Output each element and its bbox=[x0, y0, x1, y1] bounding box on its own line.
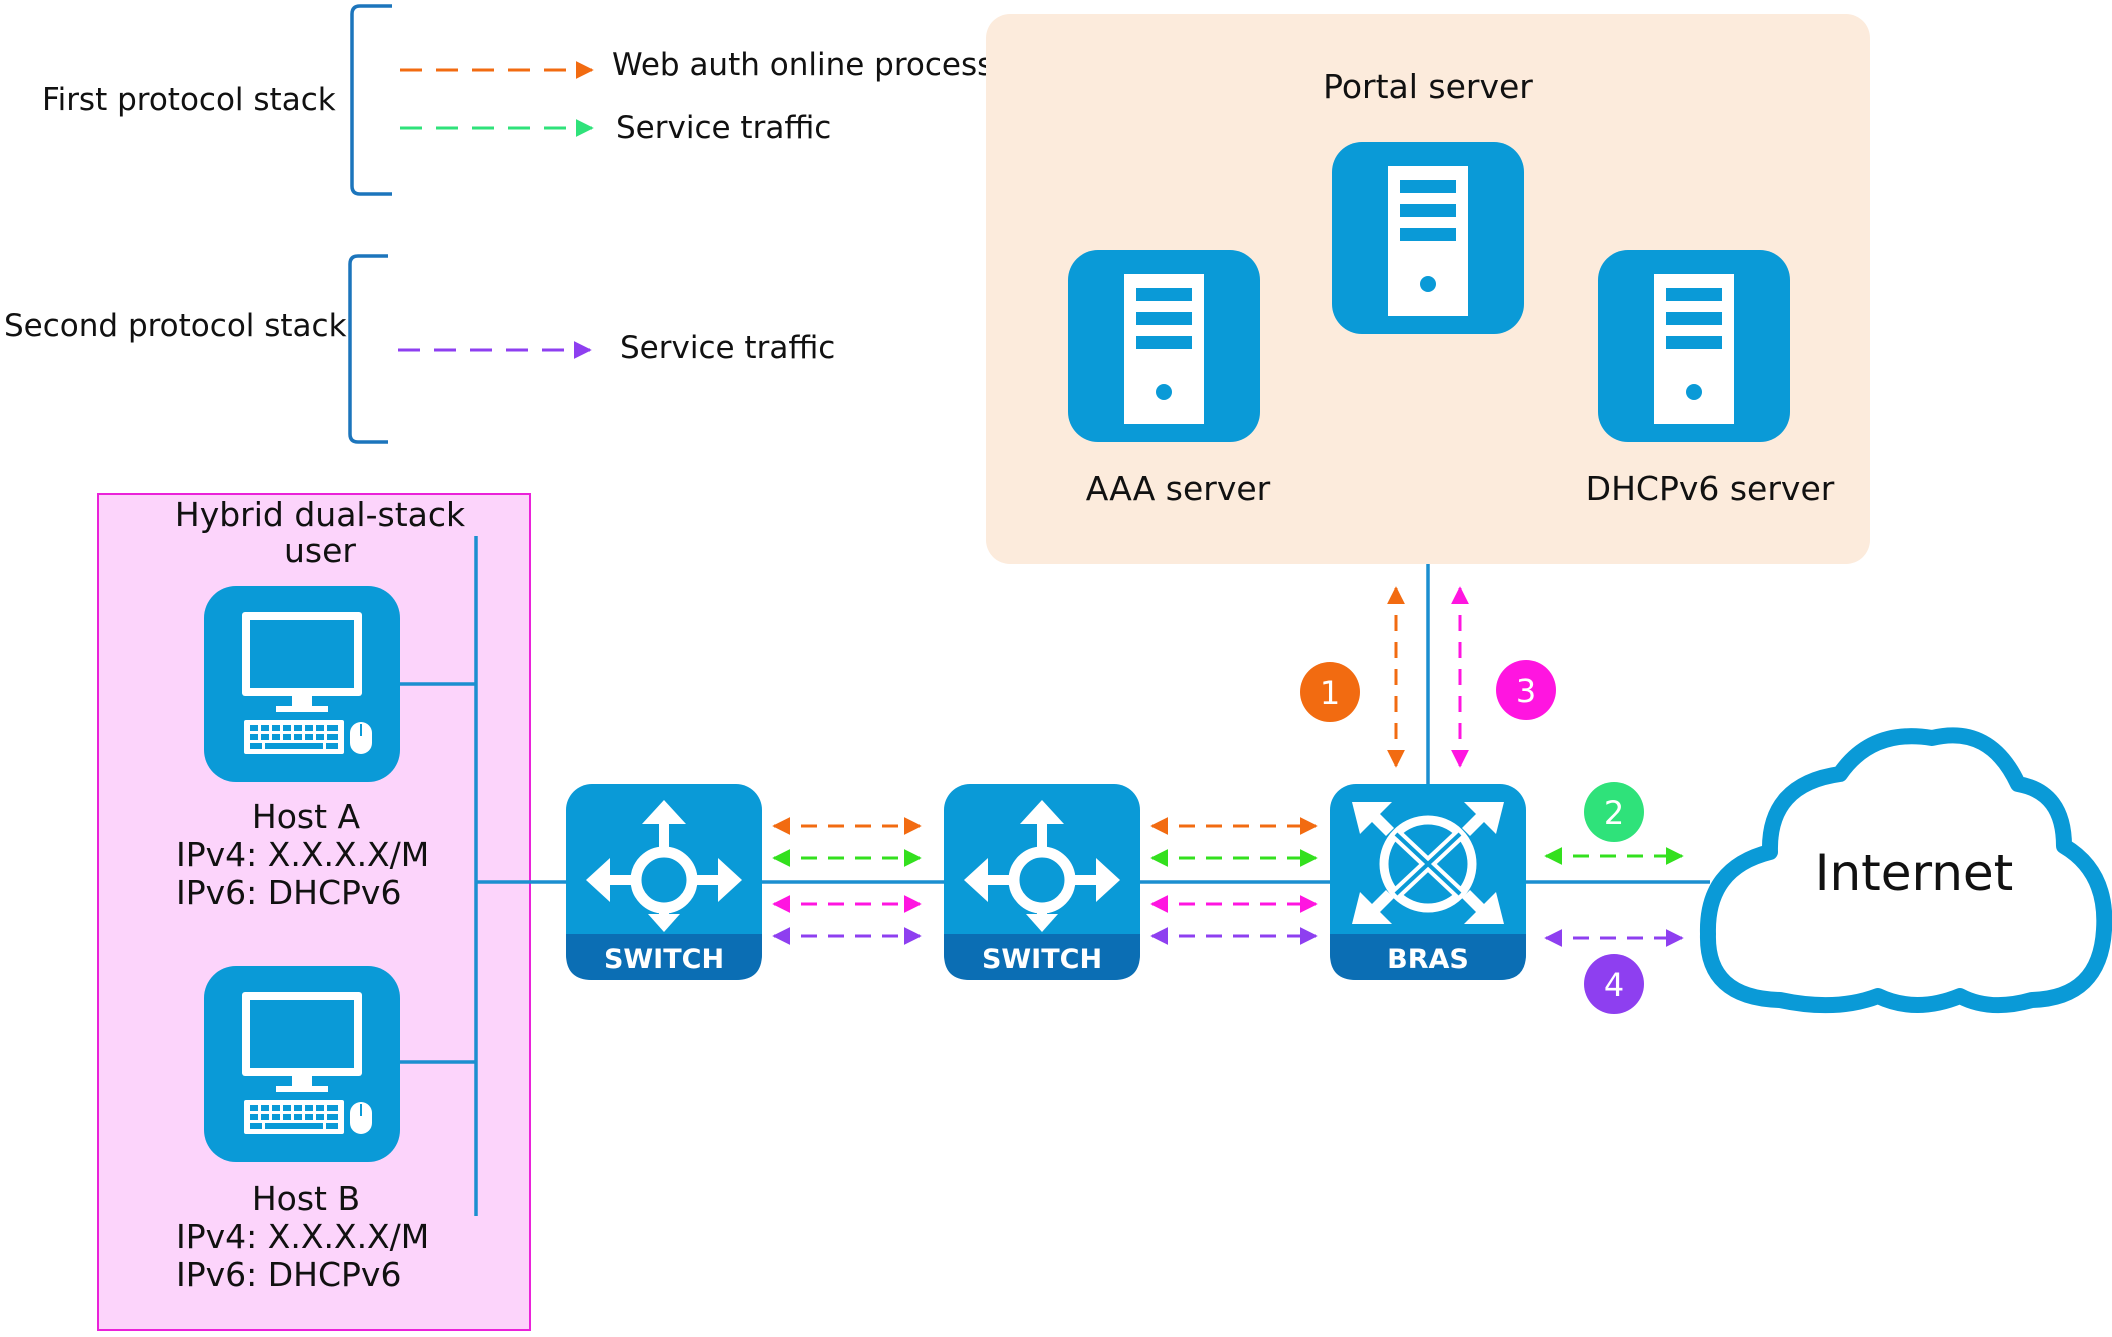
step-badge-3: 3 bbox=[1496, 660, 1556, 720]
portal-server-label: Portal server bbox=[1323, 67, 1533, 106]
legend-second-stack-brace bbox=[348, 254, 388, 444]
step-badge-1: 1 bbox=[1300, 662, 1360, 722]
step-badge-2: 2 bbox=[1584, 782, 1644, 842]
server-panel: Portal server AAA server DHCPv6 server bbox=[986, 14, 1870, 564]
host-b-pc-icon bbox=[204, 966, 400, 1162]
host-b-ipv4: IPv4: X.X.X.X/M bbox=[176, 1217, 429, 1256]
switch2-label: SWITCH bbox=[982, 944, 1102, 975]
user-panel: Hybrid dual-stack user Host A IPv4: X.X.… bbox=[97, 493, 531, 1331]
step-badge-1-number: 1 bbox=[1320, 674, 1340, 712]
legend-label-web-auth: Web auth online process bbox=[612, 47, 993, 83]
legend: First protocol stack Web auth online pro… bbox=[4, 4, 993, 444]
step-badges: 1 2 3 4 bbox=[1300, 660, 1644, 1014]
user-group-title-line1: Hybrid dual-stack bbox=[175, 495, 466, 534]
host-b-ipv6: IPv6: DHCPv6 bbox=[176, 1255, 401, 1294]
legend-label-service-traffic-1: Service traffic bbox=[616, 110, 831, 146]
switch1-label: SWITCH bbox=[604, 944, 724, 975]
host-b-name: Host B bbox=[252, 1179, 360, 1218]
step-badge-4: 4 bbox=[1584, 954, 1644, 1014]
step-badge-2-number: 2 bbox=[1604, 794, 1624, 832]
portal-server-icon bbox=[1332, 142, 1524, 334]
internet-cloud: Internet bbox=[1699, 727, 2112, 1014]
legend-first-stack-brace bbox=[350, 4, 392, 196]
host-a-ipv6: IPv6: DHCPv6 bbox=[176, 873, 401, 912]
internet-label: Internet bbox=[1815, 844, 2014, 902]
bras-label: BRAS bbox=[1387, 944, 1469, 975]
devices: SWITCH SWITCH BRAS bbox=[566, 784, 1526, 980]
aaa-server-label: AAA server bbox=[1086, 469, 1271, 508]
legend-second-stack-title: Second protocol stack bbox=[4, 308, 347, 344]
host-a-ipv4: IPv4: X.X.X.X/M bbox=[176, 835, 429, 874]
aaa-server-icon bbox=[1068, 250, 1260, 442]
legend-label-service-traffic-2: Service traffic bbox=[620, 330, 835, 366]
user-group-title-line2: user bbox=[284, 531, 356, 570]
dhcpv6-server-label: DHCPv6 server bbox=[1586, 469, 1835, 508]
links bbox=[400, 536, 1710, 1216]
dhcpv6-server-icon bbox=[1598, 250, 1790, 442]
host-a-pc-icon bbox=[204, 586, 400, 782]
step-badge-4-number: 4 bbox=[1604, 966, 1624, 1004]
host-a-name: Host A bbox=[252, 797, 361, 836]
legend-first-stack-title: First protocol stack bbox=[42, 82, 336, 118]
traffic-arrows bbox=[772, 586, 1684, 947]
step-badge-3-number: 3 bbox=[1516, 672, 1536, 710]
cloud-icon bbox=[1699, 727, 2112, 1014]
